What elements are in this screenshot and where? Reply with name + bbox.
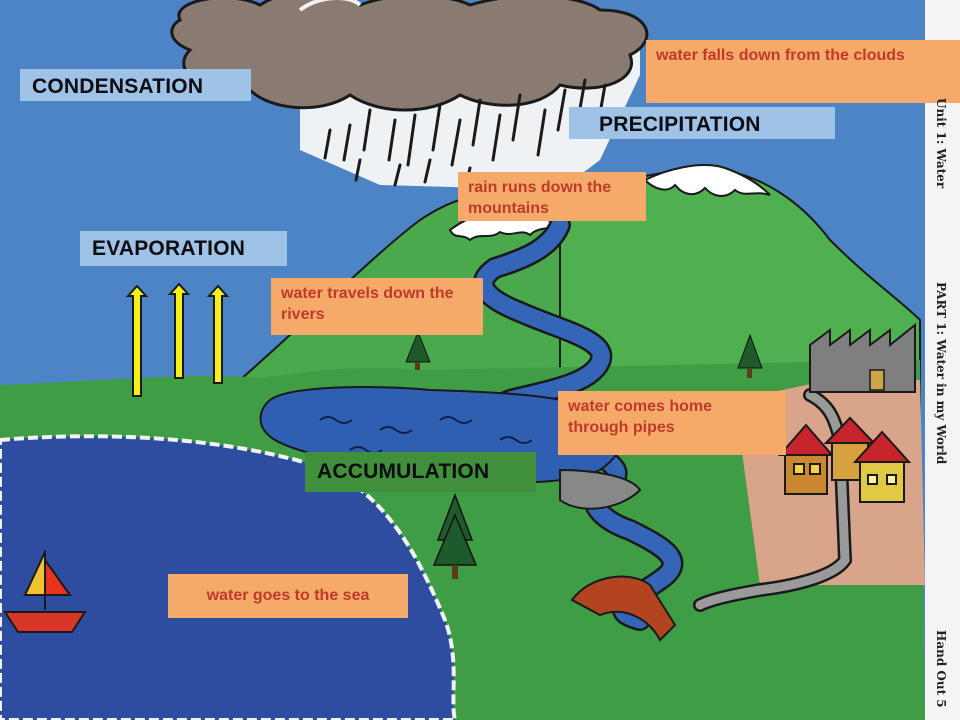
- water-pipe: [695, 390, 850, 610]
- treatment-plant: [809, 322, 916, 393]
- label-condensation: CONDENSATION: [20, 69, 251, 101]
- note-mountains: rain runs down the mountains: [458, 172, 646, 221]
- evaporation-arrows: [125, 282, 230, 397]
- note-pipes: water comes home through pipes: [558, 391, 786, 455]
- page-margin: [925, 0, 960, 720]
- note-sea: water goes to the sea: [168, 574, 408, 618]
- label-accumulation: ACCUMULATION: [305, 452, 536, 492]
- houses: [777, 416, 912, 503]
- handout-caption: Hand Out 5: [934, 630, 948, 708]
- unit-caption: Unit 1: Water: [934, 98, 948, 189]
- trees: [405, 330, 763, 579]
- dam: [559, 468, 642, 510]
- bridge: [570, 575, 677, 642]
- note-clouds: water falls down from the clouds: [646, 40, 960, 103]
- snow-cap-right: [643, 164, 771, 197]
- cloud-highlight: [298, 0, 362, 12]
- sailboat: [3, 550, 87, 633]
- label-evaporation: EVAPORATION: [80, 231, 287, 266]
- part-caption: PART 1: Water in my World: [934, 282, 948, 465]
- label-precipitation: PRECIPITATION: [569, 107, 835, 139]
- note-rivers: water travels down the rivers: [271, 278, 483, 335]
